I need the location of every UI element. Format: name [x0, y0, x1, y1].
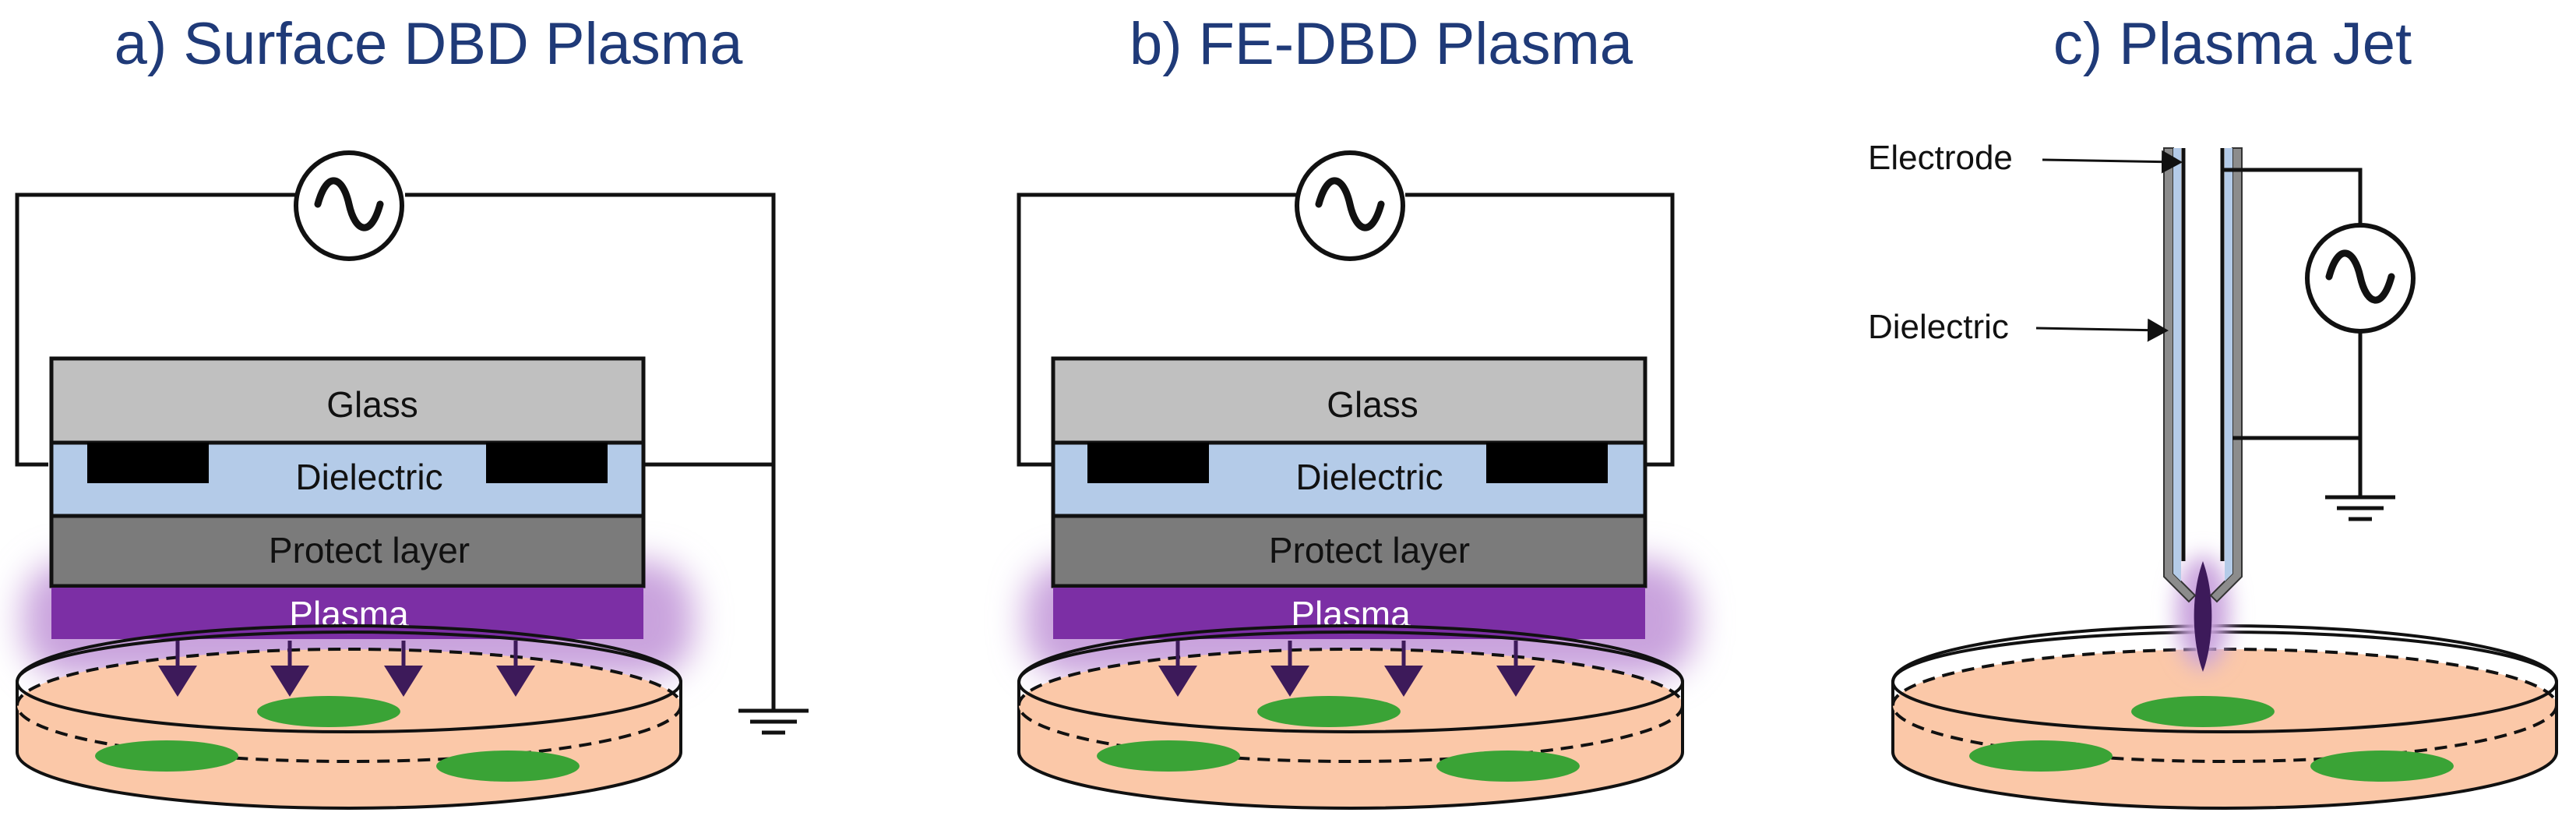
- plasma-label: Plasma: [289, 594, 409, 634]
- arrow-icon: [1158, 641, 1535, 697]
- protect-layer-label: Protect layer: [269, 530, 470, 570]
- dielectric-label: Dielectric: [1295, 457, 1443, 497]
- panel-b: b) FE-DBD Plasma Glass Dielectric Protec…: [1017, 11, 1695, 810]
- glass-label: Glass: [326, 384, 418, 425]
- ground-icon: [2325, 495, 2395, 521]
- electrode-right: [486, 443, 608, 483]
- cells: [95, 696, 580, 782]
- electrode-left: [1087, 443, 1209, 483]
- circuit-wires: [2222, 168, 2363, 496]
- dielectric-pointer: [2035, 318, 2169, 342]
- cells: [1097, 696, 1580, 782]
- dielectric-label: Dielectric: [295, 457, 442, 497]
- glass-layer: [1051, 356, 1647, 445]
- panel-a-title: a) Surface DBD Plasma: [115, 11, 743, 77]
- ac-source-icon: [294, 150, 404, 261]
- electrode-pointer: [2042, 150, 2183, 174]
- plasma-layer: [1053, 588, 1645, 639]
- electrode-left: [87, 443, 209, 483]
- protect-layer: [49, 514, 646, 588]
- electrode-label: Electrode: [1868, 139, 2013, 177]
- panel-a: a) Surface DBD Plasma Glass Dielectric P…: [15, 11, 809, 810]
- jet-plasma-plume: [2194, 561, 2212, 672]
- electrode-right: [1486, 443, 1608, 483]
- protect-layer-label: Protect layer: [1269, 530, 1470, 570]
- panel-c-title: c) Plasma Jet: [2053, 11, 2412, 77]
- jet-tube: [2163, 147, 2243, 603]
- arrow-icon: [158, 641, 535, 697]
- ac-source-icon: [1295, 150, 1405, 261]
- cells: [1969, 696, 2454, 782]
- dielectric-label: Dielectric: [1868, 308, 2009, 346]
- ground-icon: [738, 708, 809, 735]
- plasma-layer: [51, 588, 643, 639]
- glass-layer: [49, 356, 646, 445]
- ac-source-icon: [2305, 223, 2416, 334]
- panel-b-title: b) FE-DBD Plasma: [1129, 11, 1633, 77]
- circuit-wires: [15, 192, 776, 711]
- protect-layer: [1051, 514, 1647, 588]
- glass-label: Glass: [1327, 384, 1418, 425]
- panel-c: c) Plasma Jet: [1868, 11, 2558, 810]
- plasma-label: Plasma: [1291, 594, 1411, 634]
- circuit-wires: [1017, 192, 1675, 467]
